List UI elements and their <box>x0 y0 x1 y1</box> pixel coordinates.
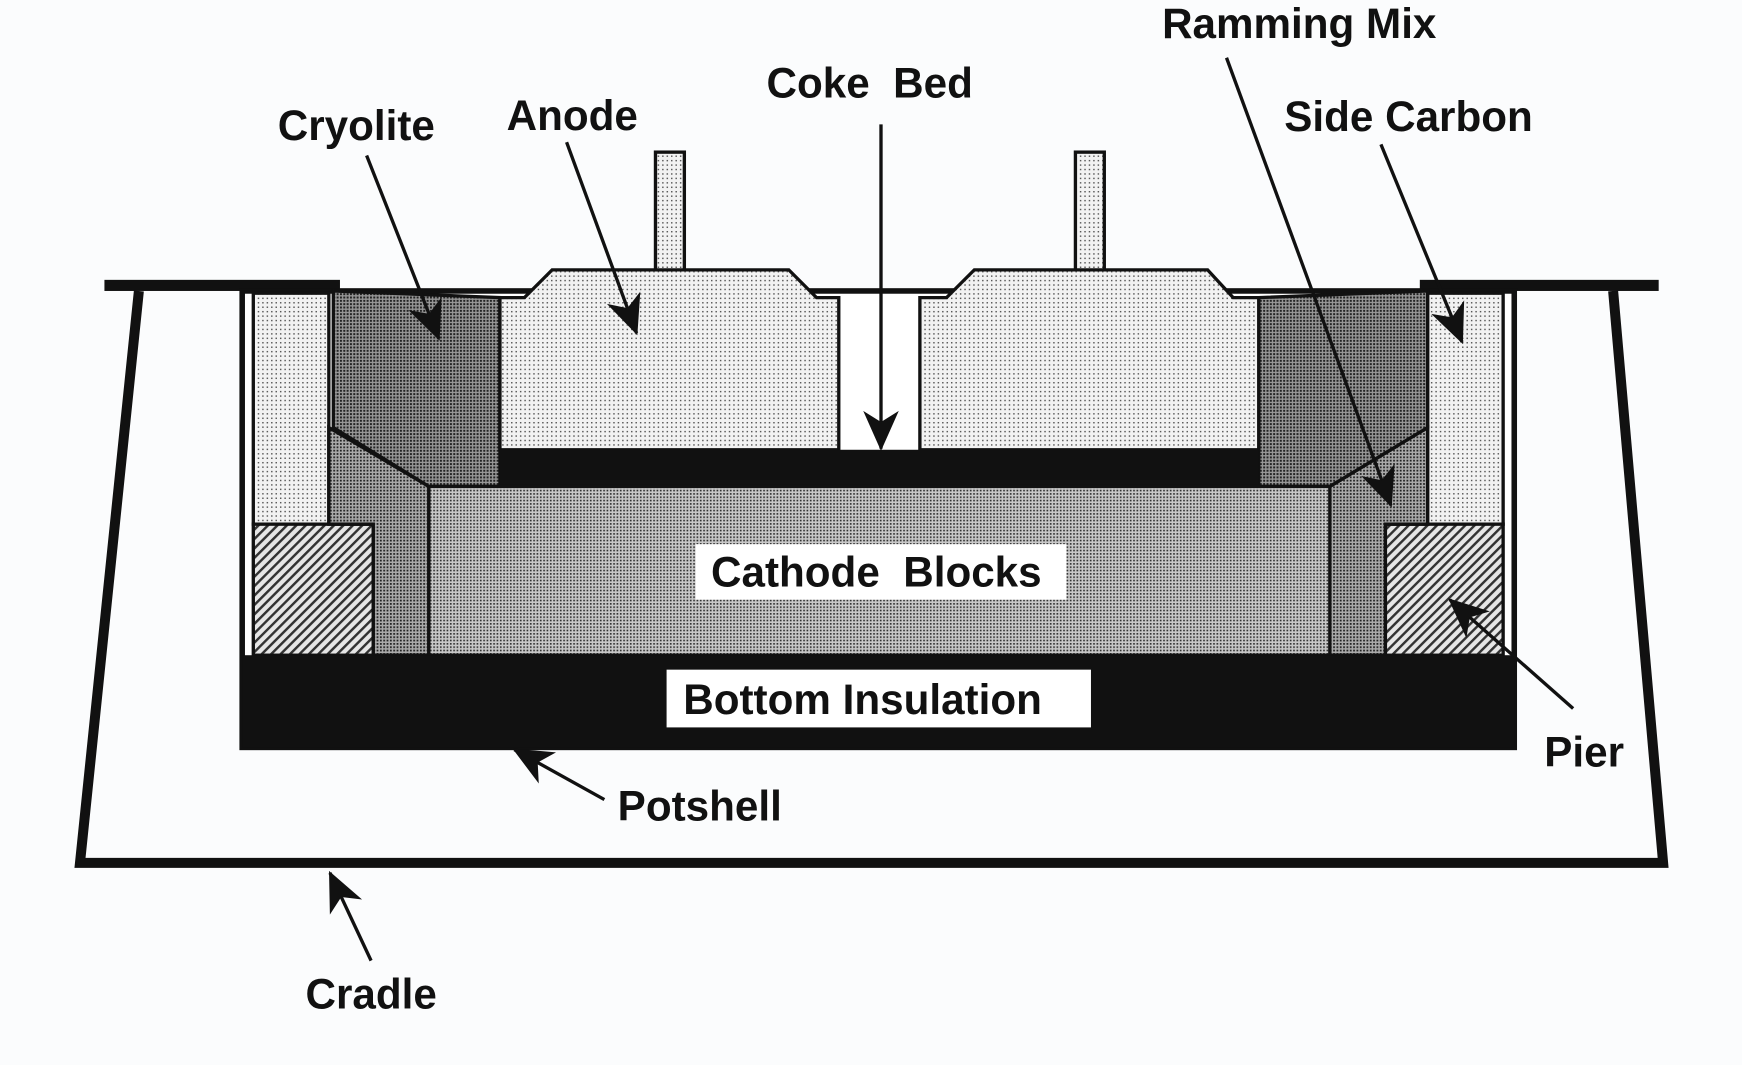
arrow-ramming-mix <box>1224 57 1395 508</box>
arrow-anode <box>565 141 641 336</box>
arrow-potshell <box>512 748 606 802</box>
label-cathode-blocks: Cathode Blocks <box>711 548 1042 595</box>
label-pier: Pier <box>1544 728 1624 775</box>
cradle <box>74 279 1669 868</box>
anode-stem-right <box>1073 150 1106 274</box>
label-bottom-insulation: Bottom Insulation <box>683 676 1042 723</box>
anode-stem-left <box>653 150 687 274</box>
arrow-side-carbon <box>1379 143 1465 345</box>
coke-bed <box>499 449 1259 487</box>
label-coke-bed: Coke Bed <box>767 60 973 107</box>
label-anode: Anode <box>507 92 638 139</box>
arrow-cryolite <box>365 154 442 341</box>
label-ramming-mix: Ramming Mix <box>1162 0 1437 47</box>
arrow-cradle <box>328 870 373 962</box>
arrow-pier <box>1448 598 1575 710</box>
label-side-carbon: Side Carbon <box>1284 93 1533 140</box>
cathode-label-box <box>695 544 1067 600</box>
anode-right <box>918 268 1261 452</box>
label-cryolite: Cryolite <box>278 102 435 149</box>
anode-left <box>498 268 841 452</box>
label-potshell: Potshell <box>618 783 782 830</box>
side-carbon-left <box>251 291 331 526</box>
side-carbon-right <box>1425 291 1505 526</box>
bottom-insulation-label-box <box>666 669 1091 728</box>
pier-right <box>1383 522 1505 657</box>
pier-left <box>251 522 375 657</box>
label-cradle: Cradle <box>306 970 437 1017</box>
